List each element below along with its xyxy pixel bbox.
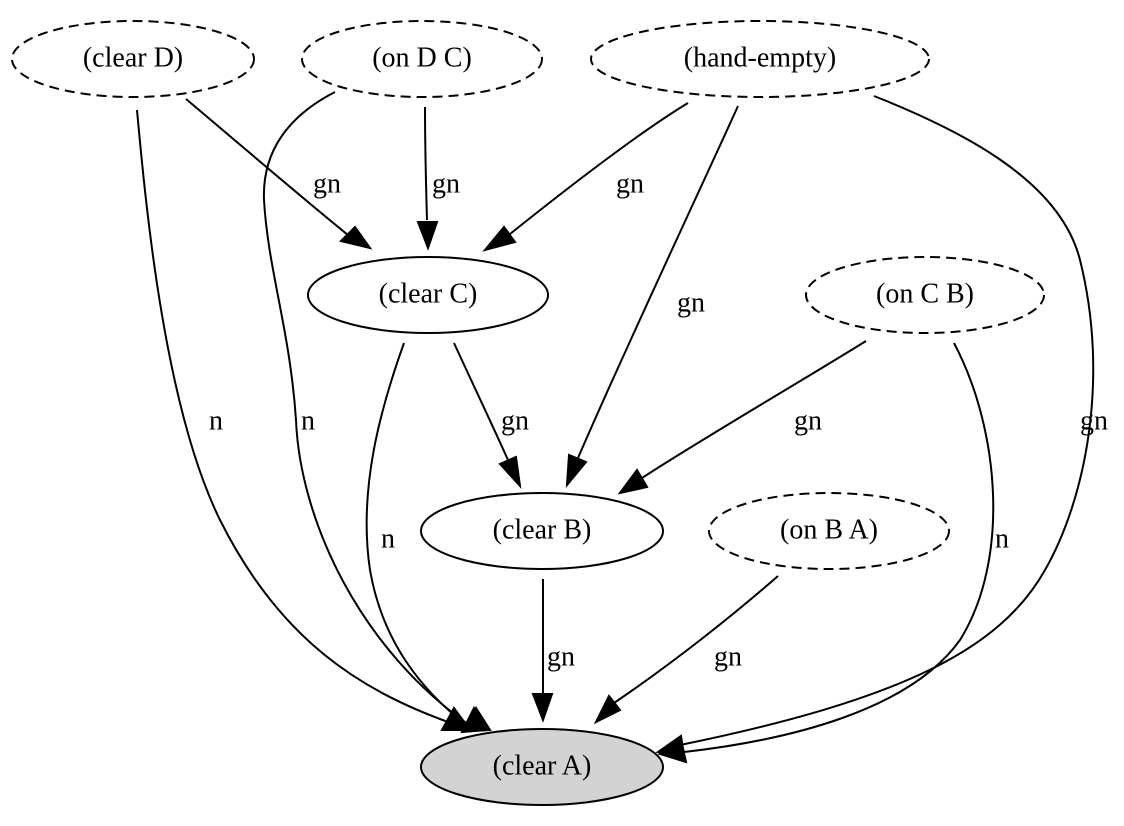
edge-line: [424, 106, 428, 221]
edge-clear-c-to-clear-b: gn: [453, 342, 529, 490]
edges-layer: gn n gn n gn gn gn gn n gn n gn gn: [136, 91, 1108, 764]
node-label: (hand-empty): [684, 42, 836, 73]
edge-clear-d-to-clear-a: n: [136, 109, 472, 731]
arrowhead-icon: [593, 694, 622, 725]
node-ellipse: [420, 492, 664, 570]
node-ellipse: [307, 256, 549, 334]
node-clear-d: (clear D): [11, 20, 255, 98]
node-clear-b: (clear B): [420, 492, 664, 570]
edge-label: gn: [714, 641, 742, 672]
node-on-d-c: (on D C): [301, 20, 543, 98]
node-ellipse: [420, 728, 664, 806]
arrowhead-icon: [565, 453, 588, 489]
node-clear-c: (clear C): [307, 256, 549, 334]
edge-label: gn: [616, 168, 644, 199]
edge-label: n: [301, 405, 315, 436]
node-ellipse: [11, 20, 255, 98]
node-on-b-a: (on B A): [708, 492, 950, 570]
edge-label: gn: [677, 287, 705, 318]
edge-line: [262, 91, 473, 728]
edge-label: gn: [547, 641, 575, 672]
edge-line: [683, 342, 995, 753]
arrowhead-icon: [460, 705, 490, 734]
edge-label: gn: [432, 168, 460, 199]
node-on-c-b: (on C B): [805, 256, 1045, 334]
edge-label: n: [381, 523, 395, 554]
node-clear-a: (clear A): [420, 728, 664, 806]
node-label: (clear C): [379, 278, 478, 309]
edge-clear-d-to-clear-c: gn: [185, 98, 373, 250]
arrowhead-icon: [657, 742, 688, 764]
node-label: (clear B): [493, 514, 592, 545]
arrowhead-icon: [339, 225, 373, 250]
edge-label: gn: [794, 405, 822, 436]
edge-on-d-c-to-clear-c: gn: [416, 106, 460, 251]
edge-line: [577, 105, 739, 459]
node-label: (on D C): [372, 42, 472, 73]
arrowhead-icon: [482, 225, 517, 252]
edge-clear-c-to-clear-a: n: [365, 342, 490, 734]
edge-on-c-b-to-clear-a: n: [657, 342, 1009, 764]
edge-line: [679, 95, 1095, 746]
edge-clear-b-to-clear-a: gn: [531, 578, 575, 723]
edge-line: [185, 98, 349, 236]
edge-label: gn: [313, 168, 341, 199]
edge-line: [509, 102, 689, 235]
arrowhead-icon: [498, 455, 522, 490]
node-label: (on B A): [780, 514, 878, 545]
node-label: (clear D): [83, 42, 183, 73]
nodes-layer: (clear D) (on D C) (hand-empty) (clear C) (o…: [11, 20, 1045, 806]
edge-label: n: [209, 405, 223, 436]
edge-label: n: [995, 523, 1009, 554]
edge-line: [641, 340, 867, 479]
arrowhead-icon: [617, 468, 649, 495]
node-label: (clear A): [493, 750, 592, 781]
edge-hand-empty-to-clear-c: gn: [482, 102, 689, 252]
edge-on-c-b-to-clear-b: gn: [617, 340, 867, 495]
edge-label: gn: [501, 405, 529, 436]
arrowhead-icon: [531, 693, 554, 723]
arrowhead-icon: [416, 221, 439, 251]
edge-line: [613, 575, 779, 704]
node-hand-empty: (hand-empty): [590, 20, 930, 98]
edge-on-b-a-to-clear-a: gn: [593, 575, 779, 725]
node-ellipse: [708, 492, 950, 570]
node-label: (on C B): [876, 278, 974, 309]
edge-hand-empty-to-clear-b: gn: [565, 105, 739, 489]
node-ellipse: [301, 20, 543, 98]
edge-line: [365, 342, 471, 729]
edge-line: [453, 342, 509, 461]
node-ellipse: [590, 20, 930, 98]
node-ellipse: [805, 256, 1045, 334]
edge-label: gn: [1080, 405, 1108, 436]
edge-line: [136, 109, 449, 723]
